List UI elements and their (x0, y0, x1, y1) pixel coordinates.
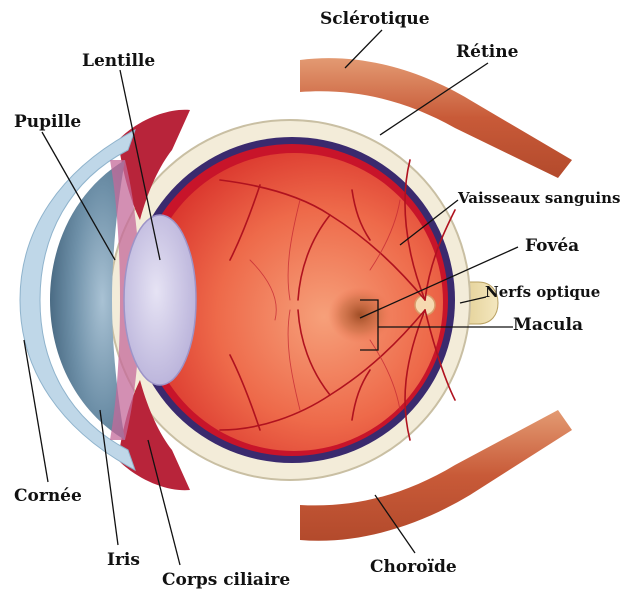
label-macula: Macula (513, 317, 583, 334)
label-lentille: Lentille (82, 53, 155, 70)
lens (124, 215, 196, 385)
label-iris: Iris (107, 552, 140, 569)
macula (328, 287, 392, 343)
label-fovea: Fovéa (525, 238, 579, 255)
label-vaisseaux-sanguins: Vaisseaux sanguins (458, 191, 620, 206)
label-nerfs-optique: Nerfs optique (485, 285, 600, 300)
label-retine: Rétine (456, 44, 518, 61)
label-sclerotique: Sclérotique (320, 11, 430, 28)
label-pupille: Pupille (14, 114, 81, 131)
label-corps-ciliaire: Corps ciliaire (162, 572, 290, 589)
label-choroide: Choroïde (370, 559, 457, 576)
label-cornee: Cornée (14, 488, 82, 505)
